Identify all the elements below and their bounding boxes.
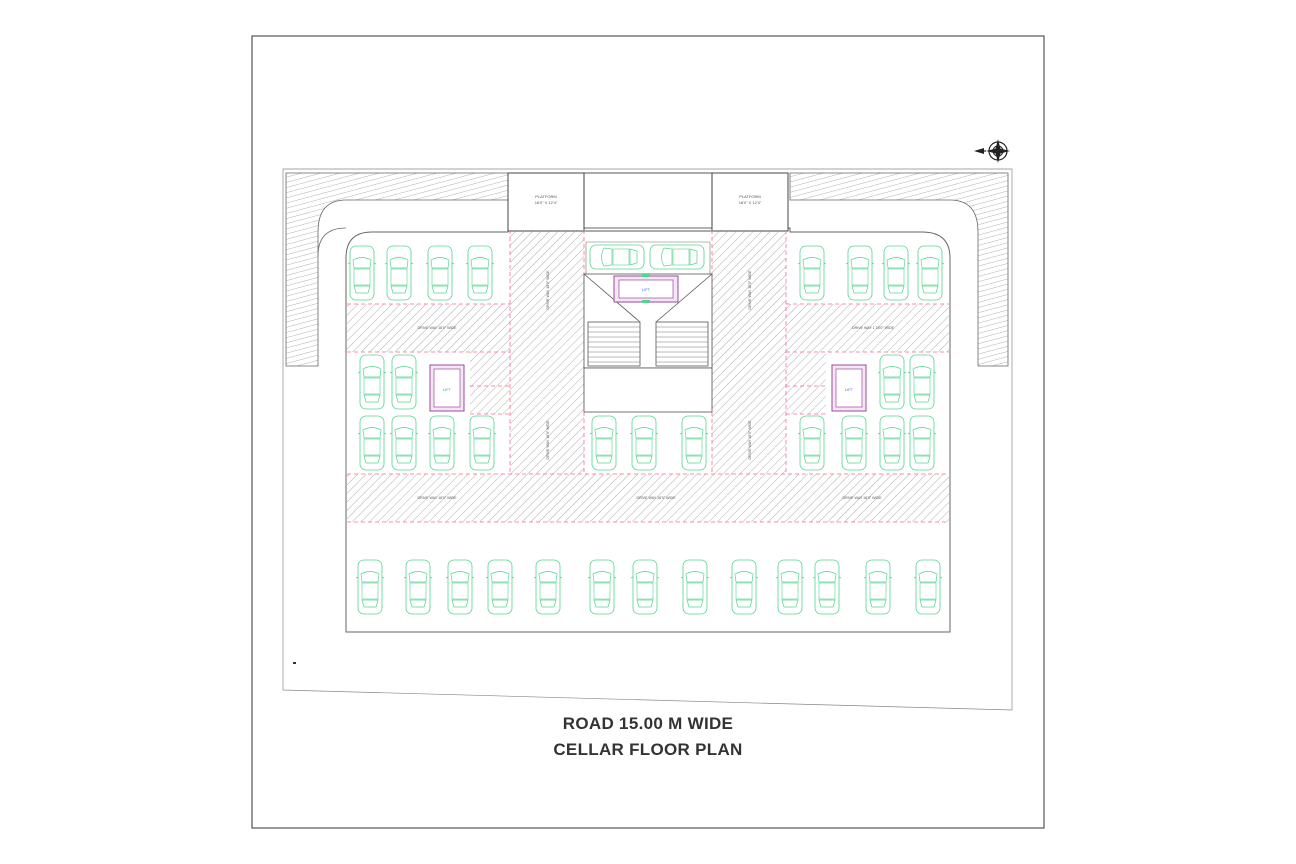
parked-car [427, 415, 457, 471]
lift-right-label: LIFT [845, 387, 854, 392]
parked-car [913, 559, 943, 615]
parked-car [881, 245, 911, 301]
lift-left-label: LIFT [443, 387, 452, 392]
driveways [347, 230, 949, 522]
plan-labels: PLATFORM 18'0" X 12'4" PLATFORM 18'0" X … [417, 194, 894, 500]
parked-car [533, 559, 563, 615]
parked-car [403, 559, 433, 615]
driveway-horizontal-mid-left [347, 304, 510, 352]
driveway-label-low-right: DRIVE WAY 18'0" WIDE [842, 496, 882, 500]
parked-car [797, 415, 827, 471]
zone-lines [345, 241, 711, 474]
parked-car [679, 415, 709, 471]
parked-car [445, 559, 475, 615]
driveway-connector-left [470, 352, 510, 414]
parked-car [357, 354, 387, 410]
parked-car [907, 415, 937, 471]
plot-boundary [282, 168, 1013, 711]
parked-car [775, 559, 805, 615]
parked-car [384, 245, 414, 301]
parked-car [425, 245, 455, 301]
sheet-border [251, 35, 1045, 829]
driveway-horizontal-low [347, 474, 949, 522]
entry-gap [583, 172, 713, 232]
parked-car [877, 354, 907, 410]
platform-left-title: PLATFORM [535, 194, 556, 199]
driveway-label-v-bottom-left: DRIVE WAY 18'0" WIDE [546, 420, 550, 460]
platform-right-title: PLATFORM [739, 194, 760, 199]
cellar-outline [345, 227, 951, 633]
parked-car [649, 244, 705, 270]
parked-car [389, 354, 419, 410]
parked-car [589, 415, 619, 471]
driveway-label-mid-left: DRIVE WAY 18'0" WIDE [417, 326, 457, 330]
driveway-horizontal-mid-right [786, 304, 949, 352]
driveway-label-v-top-left: DRIVE WAY 18'0" WIDE [546, 270, 550, 310]
parked-car [467, 415, 497, 471]
driveway-label-v-top-right: DRIVE WAY 18'0" WIDE [748, 270, 752, 310]
lift-right [831, 364, 867, 412]
parked-car [357, 415, 387, 471]
staircase-right [655, 321, 709, 367]
driveway-label-low-center: DRIVE WAY 18'0" WIDE [636, 496, 676, 500]
parked-car [465, 245, 495, 301]
parked-car [630, 559, 660, 615]
parked-car [680, 559, 710, 615]
platform-left [507, 172, 585, 232]
parked-car [355, 559, 385, 615]
platform-left-size: 18'0" X 12'4" [535, 200, 558, 205]
parked-car [485, 559, 515, 615]
parked-car [839, 415, 869, 471]
plan-title: CELLAR FLOOR PLAN [553, 740, 743, 759]
driveway-connector-right [786, 352, 826, 414]
lift-left [429, 364, 465, 412]
parked-car [915, 245, 945, 301]
driveway-label-v-bottom-right: DRIVE WAY 18'0" WIDE [748, 420, 752, 460]
parked-car [907, 354, 937, 410]
ramp-right [789, 172, 1009, 367]
ramp-left [285, 172, 509, 367]
staircase-left [587, 321, 641, 367]
driveway-label-low-left: DRIVE WAY 18'0" WIDE [417, 496, 457, 500]
parked-car [729, 559, 759, 615]
driveway-vertical-left [510, 230, 584, 474]
road-width-title: ROAD 15.00 M WIDE [562, 714, 734, 733]
parked-car [587, 559, 617, 615]
parked-car [629, 415, 659, 471]
parked-car [797, 245, 827, 301]
parked-car [845, 245, 875, 301]
parked-car [812, 559, 842, 615]
parked-car [863, 559, 893, 615]
lift-top [613, 274, 679, 303]
north-compass-icon [974, 139, 1010, 163]
driveway-label-mid-right: DRIVE WAY 1 18'0" WIDE [852, 326, 895, 330]
lift-top-label: LIFT [642, 287, 651, 292]
driveway-vertical-right [712, 230, 786, 474]
parked-car [389, 415, 419, 471]
parked-car [347, 245, 377, 301]
platform-right-size: 18'0" X 12'4" [739, 200, 762, 205]
parked-car [877, 415, 907, 471]
parked-car [589, 244, 645, 270]
survey-marker [293, 662, 296, 664]
